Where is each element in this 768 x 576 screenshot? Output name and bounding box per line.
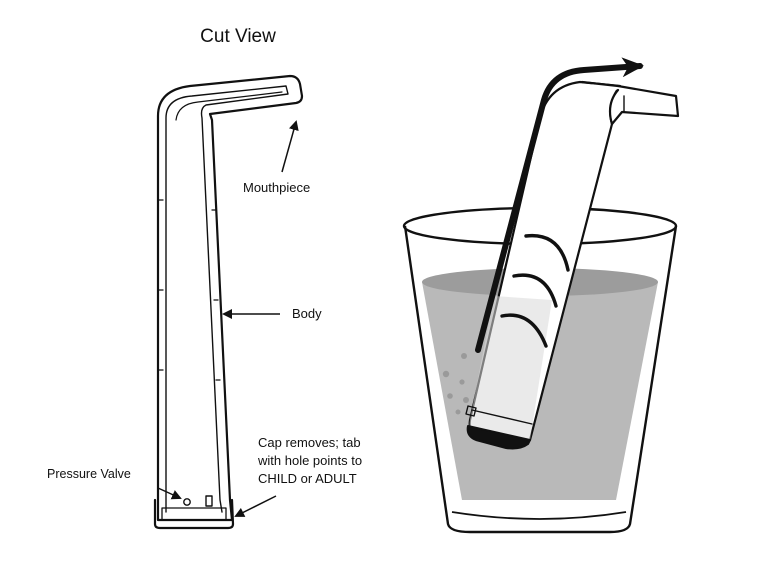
pressure-valve-arrow [157, 487, 182, 500]
title: Cut View [200, 26, 276, 47]
flow-curve-1 [524, 233, 570, 272]
body-notches [158, 199, 221, 381]
pressure-valve-hole [183, 498, 191, 506]
glass-device-submerged [469, 296, 552, 447]
cap-label-line3: CHILD or ADULT [258, 471, 357, 486]
device-outer-outline [156, 74, 304, 522]
cap-outline [153, 498, 235, 530]
glass-illustration [402, 57, 680, 534]
glass-outline [403, 225, 678, 534]
glass-base [451, 511, 627, 520]
glass-device [465, 80, 680, 450]
device-inner-wall [165, 85, 289, 513]
glass-device-cap [466, 425, 531, 450]
body-label: Body [292, 306, 322, 321]
cap-label-line1: Cap removes; tab [258, 435, 361, 450]
cap-inner [161, 507, 227, 521]
flow-arrow [475, 57, 644, 353]
mouthpiece-label: Mouthpiece [243, 180, 310, 195]
glass-device-cap-tab [465, 405, 477, 417]
glass-device-mouthpiece [580, 80, 680, 126]
cap-label-line2: with hole points to [257, 453, 362, 468]
glass-device-cap-line [471, 409, 533, 425]
cut-view-device [153, 74, 304, 530]
flow-curve-3 [500, 313, 548, 348]
cap-arrow [234, 495, 277, 517]
cap-tab [205, 495, 213, 507]
mouthpiece-channel [175, 91, 283, 121]
flow-curve-2 [512, 273, 558, 308]
mouthpiece-arrow [281, 120, 299, 173]
pressure-valve-label: Pressure Valve [47, 467, 131, 481]
